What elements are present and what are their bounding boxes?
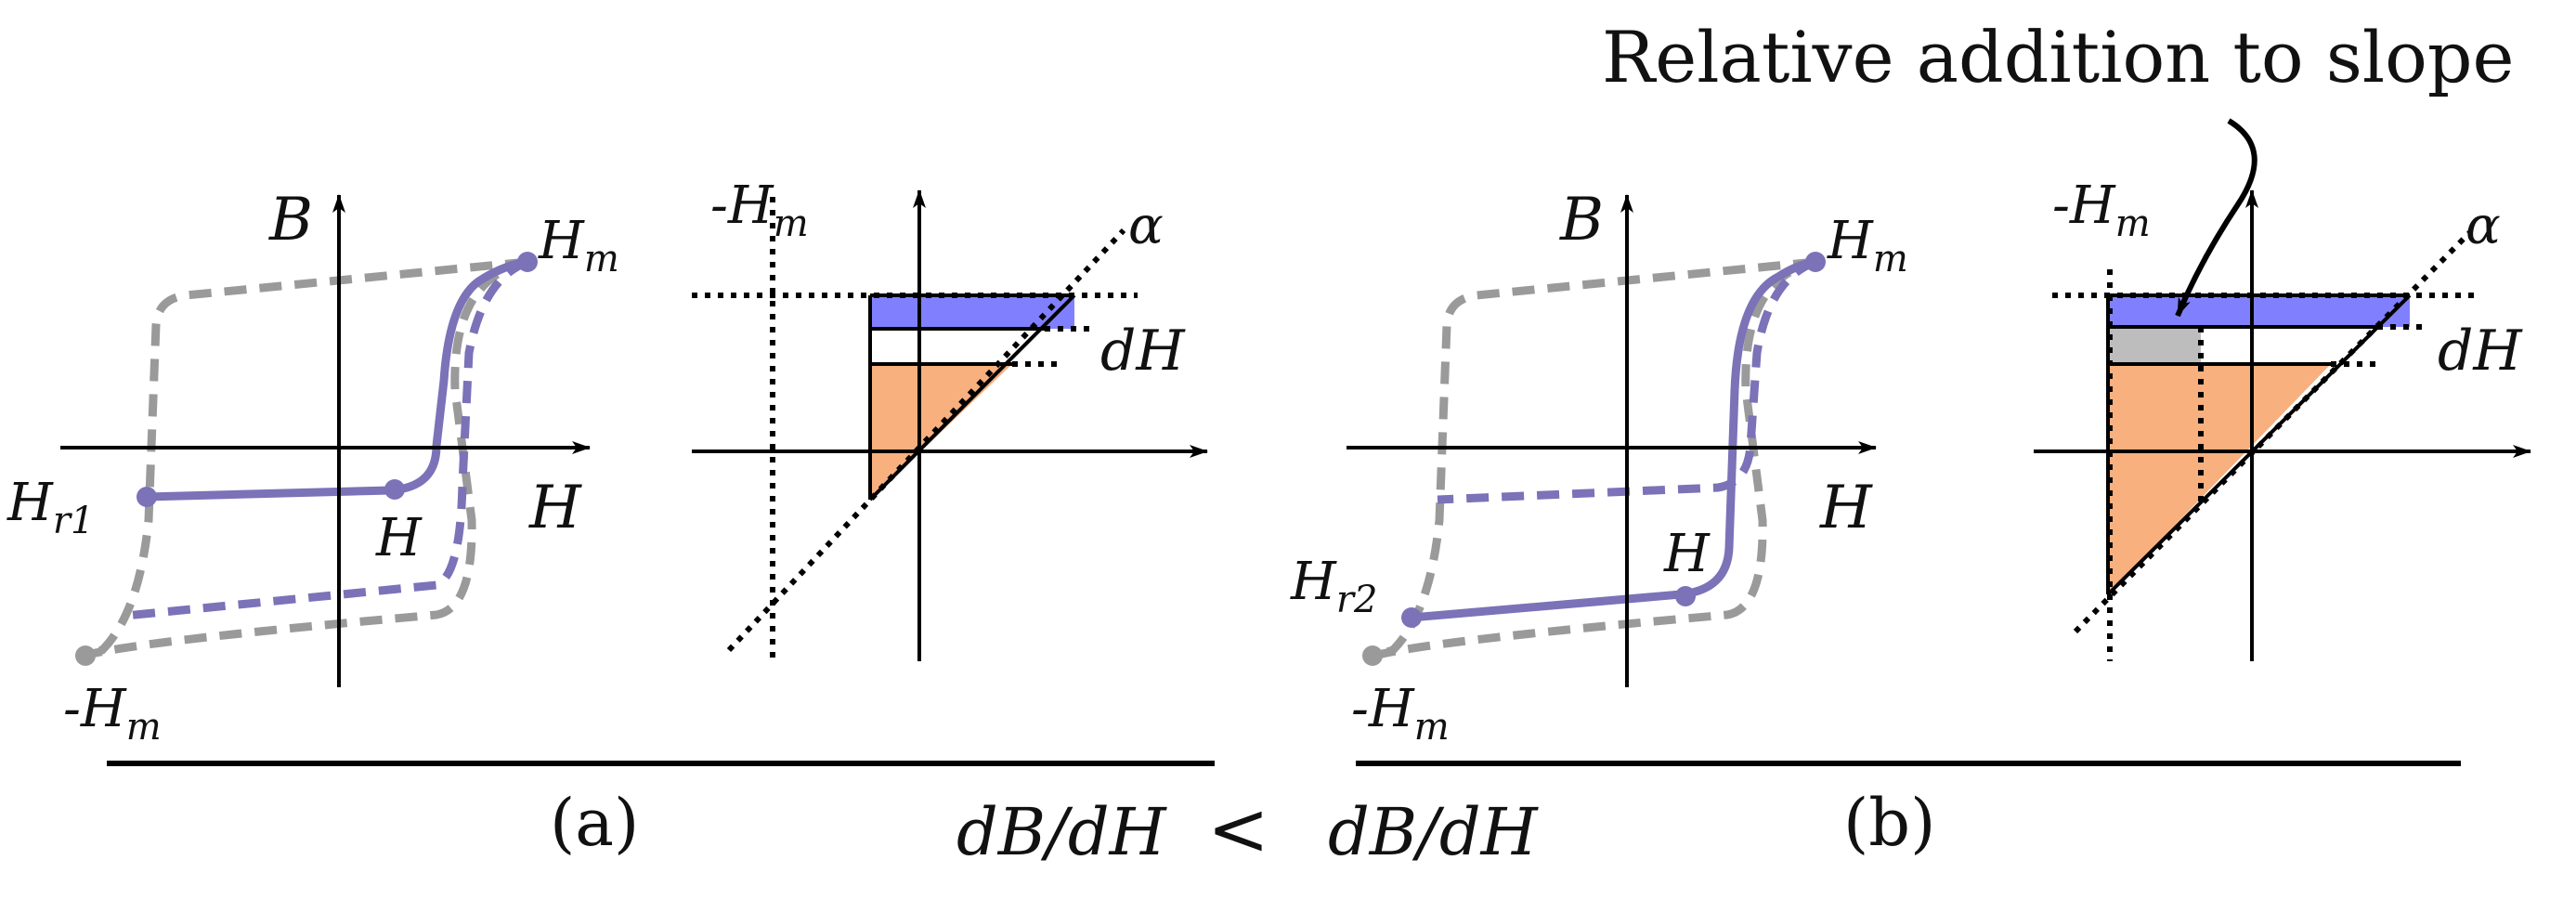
label-dh: dH xyxy=(1100,319,1186,384)
preisach-plane-a: -Hm α dH xyxy=(692,176,1208,661)
label-neg-hm: -Hm xyxy=(2052,176,2151,245)
caption-b: (b) xyxy=(1843,785,1935,861)
comparison-left: dB/dH xyxy=(956,794,1168,870)
point-h xyxy=(1675,586,1696,606)
axis-label-b: B xyxy=(268,186,313,254)
point-hr1 xyxy=(137,487,157,507)
label-alpha: α xyxy=(1128,196,1164,256)
point-hr2 xyxy=(1401,607,1422,628)
point-neg-hm xyxy=(75,645,96,666)
preisach-plane-b: -Hm α dH Relative addition to slope xyxy=(1602,16,2531,661)
major-loop-outline xyxy=(82,257,529,660)
axis-label-h: H xyxy=(528,474,582,542)
alpha-line-dotted xyxy=(726,228,1126,653)
blue-region xyxy=(2108,295,2410,327)
blue-region xyxy=(870,295,1074,329)
panel-a-bh-loop: B H Hm Hr1 H -Hm xyxy=(7,186,619,749)
gray-region xyxy=(2108,327,2201,364)
label-alpha: α xyxy=(2465,196,2501,256)
label-h: H xyxy=(1663,524,1711,584)
label-hm: Hm xyxy=(538,211,619,280)
alpha-line-dotted xyxy=(2073,229,2473,634)
point-neg-hm xyxy=(1362,645,1383,666)
annotation-arrow xyxy=(2175,118,2257,318)
label-neg-hm: -Hm xyxy=(1351,679,1450,749)
return-path-dashed xyxy=(124,257,529,620)
caption-a: (a) xyxy=(550,785,639,861)
label-hr2: Hr2 xyxy=(1290,552,1377,621)
descending-path-solid xyxy=(146,257,528,502)
panel-b-bh-loop: B H Hm Hr2 H -Hm xyxy=(1290,186,1908,749)
point-hm xyxy=(1805,252,1826,272)
axis-label-h: H xyxy=(1819,474,1873,542)
point-h xyxy=(384,479,405,500)
label-h: H xyxy=(375,508,423,568)
comparison-right: dB/dH xyxy=(1328,794,1540,870)
major-loop-outline xyxy=(1373,257,1817,660)
label-hm: Hm xyxy=(1827,211,1908,280)
point-hm xyxy=(517,252,538,272)
comparison-sign: < xyxy=(1207,786,1269,872)
axis-label-b: B xyxy=(1559,186,1604,254)
label-neg-hm: -Hm xyxy=(710,176,809,245)
descending-path-solid xyxy=(1411,257,1816,622)
label-hr1: Hr1 xyxy=(7,473,94,542)
label-dh: dH xyxy=(2438,319,2523,384)
alpha-line xyxy=(2106,293,2412,596)
annotation-relative-addition: Relative addition to slope xyxy=(1602,16,2515,98)
label-neg-hm: -Hm xyxy=(63,679,162,749)
